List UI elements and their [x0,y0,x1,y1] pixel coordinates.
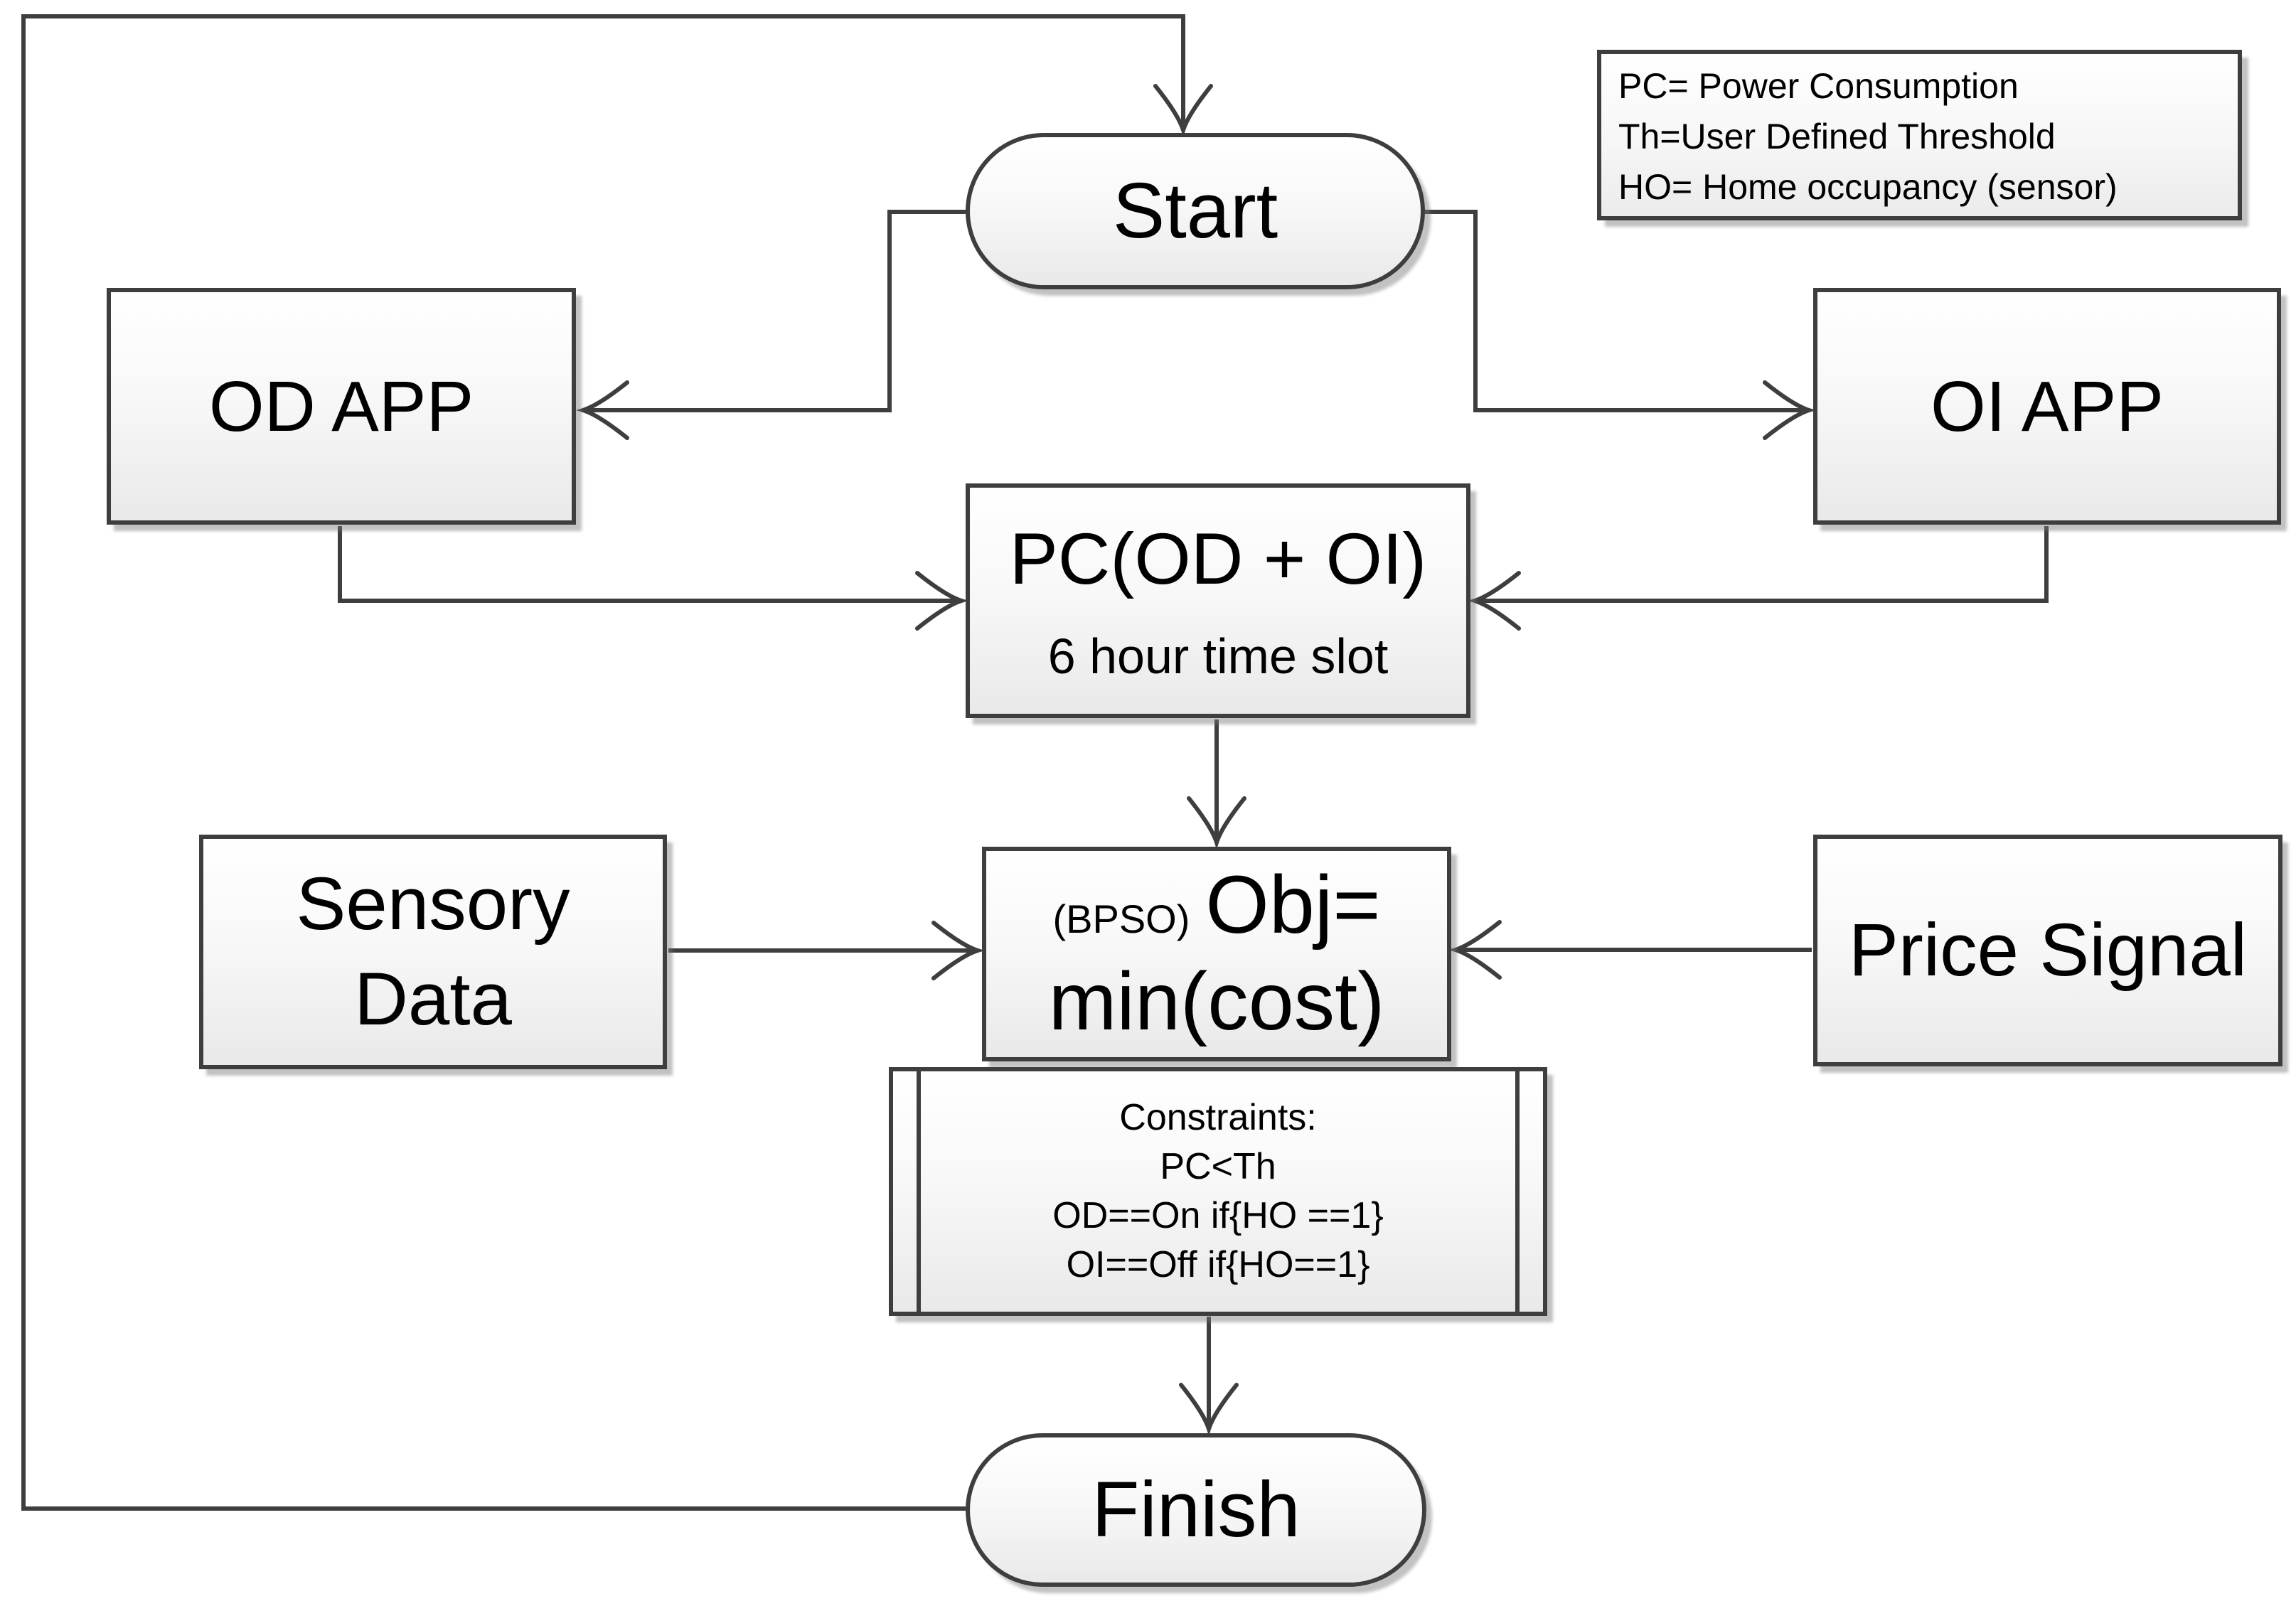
objective-title: Obj= [1205,860,1381,951]
constraints-node: Constraints: PC<Th OD==On if{HO ==1} OI=… [889,1067,1547,1316]
finish-node: Finish [966,1433,1426,1587]
constraints-inner-bar-right [1515,1071,1520,1312]
legend-line-th: Th=User Defined Threshold [1618,117,2056,156]
finish-label: Finish [1091,1466,1301,1553]
price-signal-node: Price Signal [1813,835,2282,1066]
start-label: Start [1112,167,1278,255]
objective-min-cost-label: min(cost) [1048,956,1385,1047]
pc-subtitle: 6 hour time slot [1047,628,1389,685]
start-node: Start [966,133,1425,289]
edge-start-to-od-app [576,210,966,440]
edge-start-to-oi-app [1425,210,1816,440]
pc-node: PC(OD + OI) 6 hour time slot [966,483,1470,718]
objective-bpso-label: (BPSO) [1052,896,1190,942]
constraints-title: Constraints: [1119,1097,1317,1138]
legend-line-pc: PC= Power Consumption [1618,66,2019,106]
constraint-pc-th: PC<Th [1160,1146,1276,1187]
oi-app-node: OI APP [1813,288,2281,525]
legend-line-ho: HO= Home occupancy (sensor) [1618,167,2118,207]
constraints-inner-bar-left [917,1071,921,1312]
constraint-od-on: OD==On if{HO ==1} [1052,1195,1384,1236]
objective-node: (BPSO) Obj= min(cost) [982,847,1451,1061]
legend-box: PC= Power Consumption Th=User Defined Th… [1597,50,2242,220]
sensory-data-label-line1: Sensory [296,862,570,946]
price-signal-label: Price Signal [1848,908,2248,992]
sensory-data-label-line2: Data [354,958,512,1041]
od-app-label: OD APP [208,366,474,446]
od-app-node: OD APP [107,288,576,525]
pc-title: PC(OD + OI) [1009,518,1427,599]
edge-oi-app-to-pc [1468,526,2049,631]
edge-od-app-to-pc [338,526,968,631]
oi-app-label: OI APP [1931,366,2164,446]
constraint-oi-off: OI==Off if{HO==1} [1066,1244,1370,1285]
sensory-data-node: Sensory Data [199,835,667,1069]
